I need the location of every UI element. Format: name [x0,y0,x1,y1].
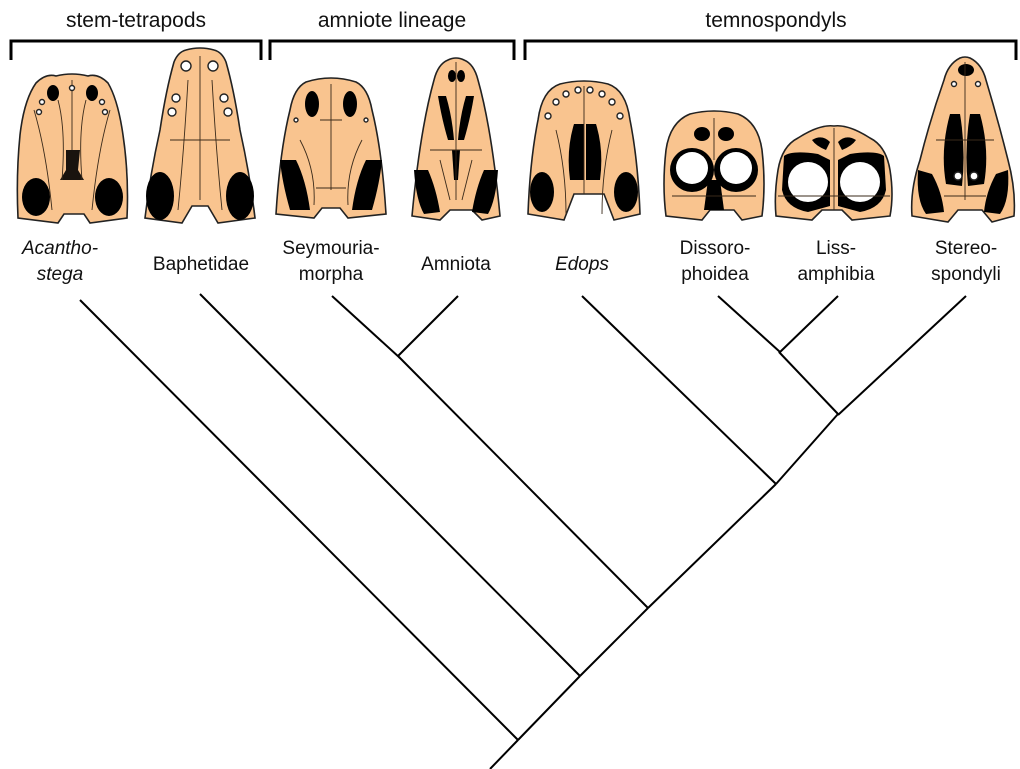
taxon-label-lissamphibia-line2: amphibia [797,264,875,285]
branch-acanthostega [80,300,518,740]
taxon-label-baphetidae: Baphetidae [153,254,249,275]
taxon-label-edops: Edops [555,254,609,275]
branch-amphibamiform-clade [779,352,838,414]
branch-edops [582,296,776,484]
taxon-label-seymouriamorpha-line2: morpha [299,264,364,285]
taxon-label-stereospondyli-line1: Stereo- [935,238,997,259]
cladogram-tree [80,294,966,769]
taxon-label-acanthostega-line1: Acantho- [21,238,98,259]
skull-edops [528,81,640,220]
group-label-temnospondyls: temnospondyls [705,9,846,32]
taxon-label-amniota: Amniota [421,254,491,275]
taxon-label-dissorophoidea-line2: phoidea [681,264,749,285]
branch-stereospondyli [838,296,966,415]
branch-baphetidae [200,294,580,676]
branch-temnospondyl-clade [648,484,776,608]
taxon-label-dissorophoidea-line1: Dissoro- [680,238,751,259]
branch-lissamphibia [779,296,838,353]
branch-dissorophoidea [718,296,780,352]
branch-seymouriamorpha [332,296,400,358]
branch-amniota [398,296,458,356]
skull-amniota [412,58,500,220]
taxon-label-acanthostega-line2: stega [37,264,83,285]
taxon-label-lissamphibia-line1: Liss- [816,238,856,259]
skull-baphetidae [145,48,255,223]
skull-acanthostega [17,74,127,223]
branch-root [490,740,518,769]
skull-dissorophoidea [664,111,764,220]
group-label-stem-tetrapods: stem-tetrapods [66,9,206,32]
skull-stereospondyli [912,57,1015,222]
bracket-temnospondyls [525,41,1016,60]
bracket-amniote-lineage [270,41,514,60]
taxon-label-stereospondyli-line2: spondyli [931,264,1001,285]
branch-crown-tetrapod-clade [580,608,648,676]
group-label-amniote-lineage: amniote lineage [318,9,466,32]
branch-baphetid-crown-clade [518,676,580,740]
branch-amniote-clade [399,357,648,608]
branch-crown-temnospondyl-clade [776,414,838,484]
skull-lissamphibia [775,126,892,220]
taxon-label-seymouriamorpha-line1: Seymouria- [282,238,379,259]
skull-seymouriamorpha [276,78,386,218]
